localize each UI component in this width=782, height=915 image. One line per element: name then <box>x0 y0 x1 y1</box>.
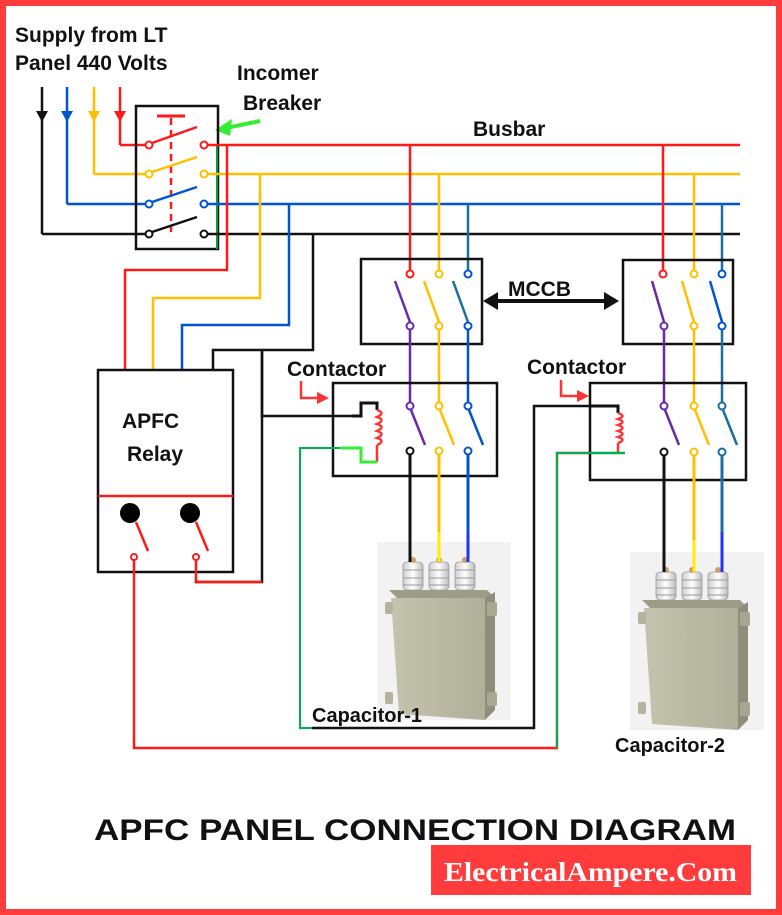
incomer-breaker <box>134 104 220 251</box>
relay-label-line1: APFC <box>122 410 179 433</box>
brand-badge <box>431 845 751 895</box>
contactor-2-label: Contactor <box>527 356 626 379</box>
contactor-2 <box>588 381 748 482</box>
contactor-2-pointer-arrow-icon <box>559 380 589 402</box>
incomer-label-line2: Breaker <box>243 92 321 115</box>
busbar <box>208 143 740 236</box>
incomer-label-line1: Incomer <box>237 62 319 85</box>
capacitor-1-label: Capacitor-1 <box>312 705 422 727</box>
busbar-label: Busbar <box>473 118 545 141</box>
supply-label-line2: Panel 440 Volts <box>15 52 168 75</box>
capacitor-2-image <box>629 551 765 731</box>
contactor-2-control-wire-black <box>312 404 590 730</box>
incomer-pointer-arrow-icon <box>215 119 261 136</box>
mccb-label: MCCB <box>508 278 571 301</box>
brand-text: ElectricalAmpere.Com <box>444 857 738 887</box>
apfc-relay: APFC Relay <box>96 368 235 574</box>
contactor-1-pointer-arrow-icon <box>299 381 329 404</box>
relay-output-2-terminal <box>180 503 200 523</box>
relay-output-1-terminal <box>120 503 140 523</box>
capacitor-1-image <box>376 541 512 721</box>
diagram-title: APFC PANEL CONNECTION DIAGRAM <box>94 814 736 847</box>
capacitor-2-leads <box>662 456 724 568</box>
contactor-1 <box>331 381 499 478</box>
contactor-1-control-wire <box>299 447 340 729</box>
mccb-1 <box>359 145 484 404</box>
contactor-1-label: Contactor <box>287 358 386 381</box>
supply-input-wires <box>36 87 150 236</box>
contactor-2-control-wire-green <box>556 452 590 748</box>
mccb-double-arrow-icon <box>483 292 619 310</box>
supply-label-line1: Supply from LT <box>15 24 168 47</box>
relay-label-line2: Relay <box>127 443 183 466</box>
mccb-2 <box>621 145 735 404</box>
capacitor-2-label: Capacitor-2 <box>615 735 725 757</box>
